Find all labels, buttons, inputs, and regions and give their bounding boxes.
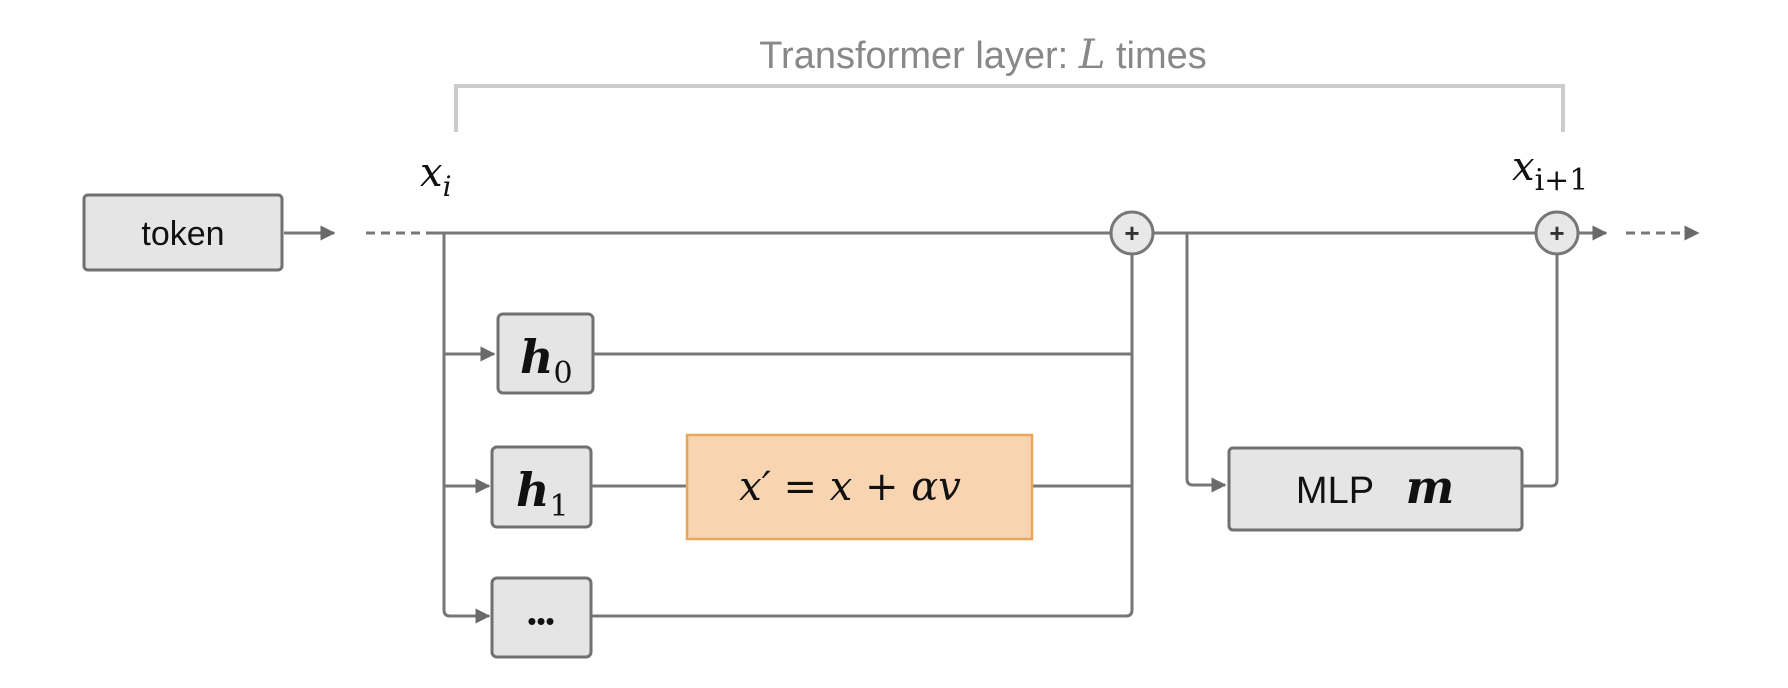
mlp-variable: m	[1406, 460, 1455, 514]
h1-label: h1	[516, 463, 569, 524]
layer-bracket	[454, 84, 1565, 132]
plus-icon: +	[1549, 218, 1564, 248]
residual-add-attention: +	[1109, 210, 1155, 256]
mlp-label: MLP	[1296, 470, 1374, 512]
token-node[interactable]: token	[82, 193, 284, 272]
token-label: token	[141, 215, 224, 253]
attention-output-trunk	[591, 255, 1134, 618]
more-heads-label: •••	[527, 606, 554, 636]
head-more[interactable]: •••	[490, 576, 593, 659]
head-h1[interactable]: h1	[490, 445, 593, 529]
h0-label: h0	[520, 330, 573, 391]
layer-count-variable: L	[1078, 32, 1106, 78]
x-next-label: xi+1	[1512, 144, 1588, 198]
residual-add-mlp: +	[1534, 210, 1580, 256]
mlp-box[interactable]: MLP m	[1227, 446, 1524, 532]
plus-icon: +	[1124, 218, 1139, 248]
mlp-output-line	[1522, 255, 1559, 488]
x-i-label: xi	[420, 150, 452, 203]
layer-title: Transformer layer: L times	[759, 32, 1206, 78]
layer-title-prefix: Transformer layer:	[759, 35, 1068, 77]
steering-equation: x′ = x + αv	[739, 464, 961, 510]
head-h0[interactable]: h0	[496, 312, 595, 395]
layer-title-suffix: times	[1116, 35, 1207, 77]
steering-vector-box[interactable]: x′ = x + αv	[685, 433, 1034, 541]
attention-input-trunk	[442, 233, 451, 618]
mlp-input-arrow	[1185, 233, 1227, 493]
